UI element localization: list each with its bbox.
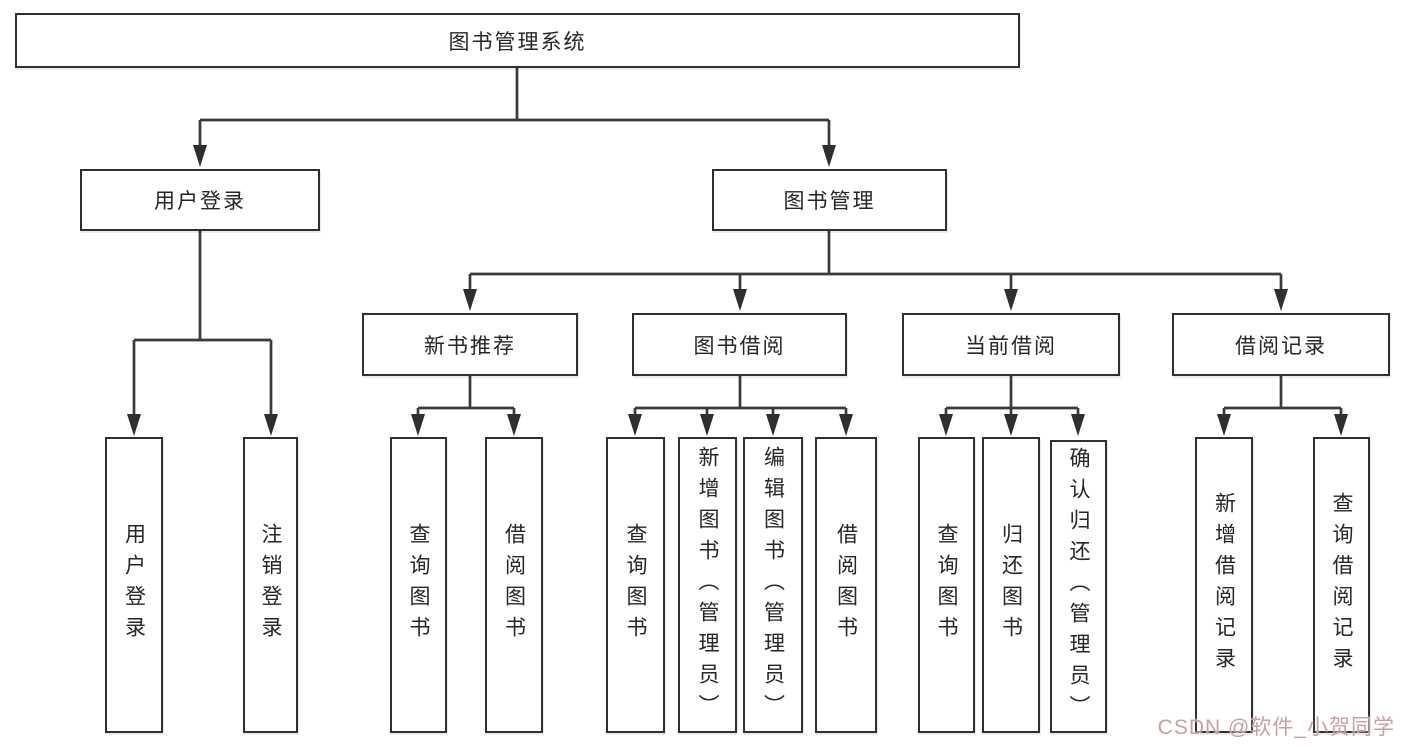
leaf-label: 用户登录 [122,523,146,647]
node-current-borrowing: 当前借阅 [902,313,1120,376]
leaf-label: 编辑图书（管理员） [761,445,785,725]
leaf-user-login: 用户登录 [105,437,163,733]
edge-records-to-leaves [1222,376,1343,422]
leaf-label: 查询图书 [935,523,958,647]
leaf-confirm-return-admin: 确认归还（管理员） [1050,440,1107,733]
edge-newbook-to-leaves [416,376,516,422]
leaf-logout: 注销登录 [243,437,298,733]
leaf-query-books-borrowing: 查询图书 [606,437,665,733]
leaf-query-books-recommend: 查询图书 [390,437,447,733]
leaf-borrow-books-recommend: 借阅图书 [485,437,543,733]
csdn-watermark: CSDN @软件_小贺同学 [1157,716,1395,739]
leaf-label: 查询图书 [624,523,647,647]
node-label: 图书借阅 [693,334,786,358]
node-borrowing-records: 借阅记录 [1172,313,1390,376]
leaf-label: 查询借阅记录 [1330,492,1353,678]
edge-borrow-to-leaves [633,376,848,422]
node-new-book-recommendation: 新书推荐 [362,313,578,376]
leaf-add-books-admin: 新增图书（管理员） [678,437,737,733]
node-label: 图书管理 [783,190,876,213]
leaf-label: 归还图书 [999,523,1023,647]
node-label: 当前借阅 [965,334,1057,358]
leaf-label: 新增借阅记录 [1212,492,1236,678]
node-book-management: 图书管理 [712,169,947,231]
leaf-edit-books-admin: 编辑图书（管理员） [743,437,803,733]
node-label: 用户登录 [154,190,246,213]
leaf-label: 注销登录 [259,523,282,647]
node-label: 图书管理系统 [448,30,587,54]
leaf-label: 新增图书（管理员） [696,445,719,725]
leaf-query-books-current: 查询图书 [918,437,975,733]
node-label: 借阅记录 [1235,334,1327,358]
node-book-borrowing: 图书借阅 [632,313,847,376]
edge-userlogin-to-leaves [132,231,273,422]
leaf-label: 确认归还（管理员） [1067,447,1090,726]
edge-bookmgmt-to-level3 [468,231,1283,297]
node-book-management-system: 图书管理系统 [15,13,1020,68]
node-user-login: 用户登录 [80,169,320,231]
leaf-label: 借阅图书 [834,523,858,647]
leaf-query-borrow-record: 查询借阅记录 [1313,437,1370,733]
leaf-borrow-books-borrowing: 借阅图书 [815,437,877,733]
leaf-return-books: 归还图书 [982,437,1040,733]
leaf-label: 借阅图书 [502,523,526,647]
arrowheads [127,145,1348,436]
node-label: 新书推荐 [424,334,516,358]
leaf-add-borrow-record: 新增借阅记录 [1195,437,1253,733]
leaf-label: 查询图书 [407,523,430,647]
edge-root-to-level2 [198,68,831,152]
